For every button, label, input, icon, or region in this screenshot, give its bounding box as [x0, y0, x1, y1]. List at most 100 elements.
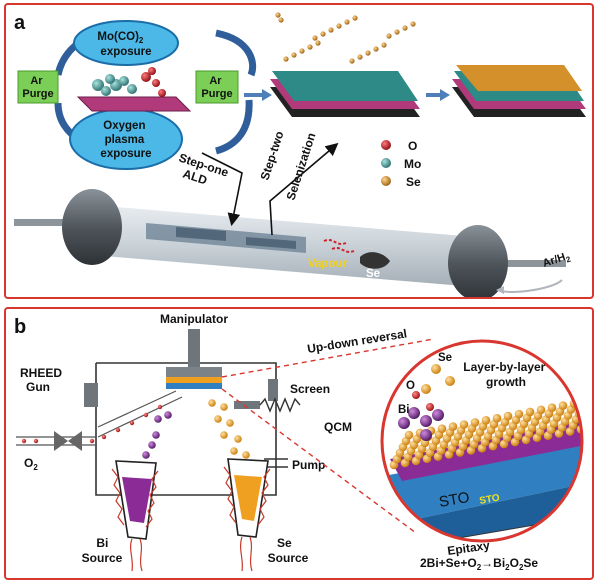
bi-source-label: Bi Source [82, 536, 123, 565]
ald-substrate [76, 96, 192, 112]
tube-left-cap [62, 189, 122, 265]
zoom-se-layer [389, 397, 592, 470]
o2-label: O2 [24, 456, 38, 472]
zoom-se-atom [558, 401, 568, 410]
reaction-equation: 2Bi+Se+O2→Bi2O2Se [420, 556, 538, 572]
ar-purge-right-box [195, 70, 239, 104]
zoom-sto-substrate [382, 439, 582, 523]
se-vapour-atom [386, 33, 392, 39]
zoom-o-label: O [406, 380, 415, 392]
se-vapour-atom [307, 44, 313, 50]
se-vapour-atom [291, 52, 297, 58]
se-vapour-atom [328, 27, 334, 33]
gas-inlet-arrow [499, 279, 563, 293]
screen-label: Screen [290, 382, 330, 396]
panel-a-letter: a [14, 12, 26, 34]
rheed-label: RHEED Gun [20, 366, 65, 394]
tube-furnace: Vapour Se Ar/H2 [14, 189, 572, 297]
growth-zoom-circle [380, 339, 592, 543]
step-two-label: Step-two [258, 129, 287, 182]
valve-left [54, 431, 68, 451]
beam-particles [21, 399, 250, 459]
gas-label: Ar/H2 [541, 250, 572, 272]
ar-purge-left-label: Ar Purge [22, 75, 53, 100]
atom-legend: O Mo Se [381, 139, 421, 189]
zoom-se-atom [547, 403, 557, 412]
ar-purge-right-label: Ar Purge [201, 75, 232, 100]
mo-co-molecules [92, 67, 166, 97]
zoom-sto-label-small: STO [479, 493, 501, 507]
vapour-label: Vapour [308, 258, 348, 270]
se-vapour-atom [373, 46, 379, 52]
ar-purge-left-box [17, 70, 59, 104]
se-vapour-atom [352, 15, 358, 21]
mbe-chamber [16, 329, 301, 496]
se-source-pellet [360, 252, 390, 269]
screen-plate [268, 379, 278, 401]
se-effusion-cell [223, 458, 271, 572]
zoom-se-atom [577, 403, 582, 412]
tube-right-cap [448, 225, 508, 297]
zoom-se-atom [492, 413, 502, 423]
zoom-se-atom [583, 413, 592, 422]
se-vapour-atom [394, 29, 400, 35]
zoom-se-atom [514, 409, 524, 419]
panel-b-figure: b [14, 312, 592, 572]
se-stream [208, 399, 250, 459]
se-vapour-atom [410, 21, 416, 27]
bi-effusion-cell [111, 460, 159, 572]
se-source-label-b: Se Source [268, 536, 309, 565]
zoom-se-atom [580, 397, 582, 406]
mo-exposure-label: Mo(CO)2 exposure [97, 31, 151, 58]
oxygen-stream [21, 404, 163, 444]
mo-exposure-bubble [73, 20, 179, 66]
se-vapour-atom [365, 50, 371, 56]
legend-o-label: O [408, 139, 417, 153]
substrate-film [166, 377, 222, 383]
qcm-head [234, 401, 260, 409]
step-one-arrow [201, 152, 243, 227]
zoom-se-atom [448, 422, 458, 431]
zoom-se-atom [481, 416, 491, 425]
bi-stream [142, 411, 172, 459]
panel-b-letter: b [14, 316, 26, 338]
zoom-se-atom [459, 420, 469, 429]
zoom-se-atom [525, 407, 535, 417]
pump-label: Pump [292, 458, 325, 472]
se-vapour-atom [344, 19, 350, 25]
sto-substrate [166, 383, 222, 389]
oxygen-plasma-label: Oxygen plasma exposure [100, 120, 151, 160]
rheed-gun [84, 383, 98, 407]
se-vapour-atom [312, 35, 318, 41]
zoom-se-atom [586, 407, 592, 416]
legend-se-label: Se [406, 175, 421, 189]
se-vapour-atom [349, 58, 355, 64]
se-vapour-atom [299, 48, 305, 54]
zoom-se-atom [470, 418, 480, 427]
se-vapour-atom [336, 23, 342, 29]
manipulator-label: Manipulator [160, 312, 228, 326]
se-vapour-atom [320, 31, 326, 37]
selenization-label: Selenization [284, 131, 319, 202]
se-vapour-atom [283, 56, 289, 62]
zoom-circle-border [380, 339, 584, 543]
se-vapour-atom [357, 54, 363, 60]
valve-right [68, 431, 82, 451]
zoom-se-label: Se [438, 352, 452, 364]
qcm-label: QCM [324, 420, 352, 434]
zoom-se-atom [503, 411, 513, 421]
manipulator-rod [188, 329, 200, 367]
legend-mo-label: Mo [404, 157, 421, 171]
se-vapour-atom [402, 25, 408, 31]
up-down-reversal-label: Up-down reversal [306, 326, 408, 356]
legend-o-swatch [381, 140, 391, 150]
zoom-bi-label: Bi [398, 404, 410, 416]
zoom-se-atom [437, 424, 447, 433]
step-two-arrow [269, 142, 339, 236]
se-vapour-atom [381, 42, 387, 48]
epitaxy-label: Epitaxy [446, 538, 491, 558]
qcm-coil [259, 397, 301, 413]
film-final [452, 65, 586, 117]
panel-a: a Mo(CO)2 exposure Oxygen plasma exposur… [4, 3, 594, 299]
zoom-line-bottom [221, 388, 417, 534]
